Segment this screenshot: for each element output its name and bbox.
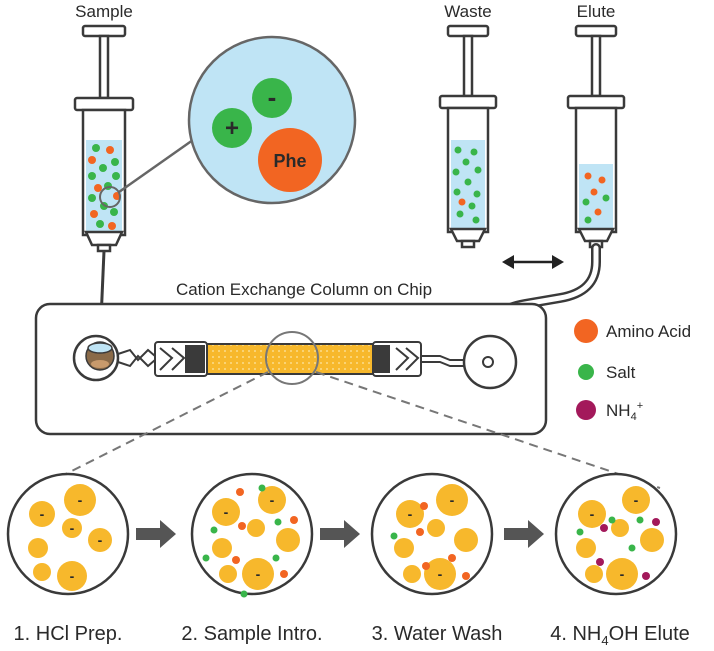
step-arrow-3 [504,520,544,548]
step-3-label: 3. Water Wash [372,623,503,645]
waste-label: Waste [444,2,492,21]
waste-syringe [438,24,498,249]
step-arrow-2 [320,520,360,548]
legend-ammonium-swatch [576,400,596,420]
resin-column [206,343,374,375]
zoom-circle [187,35,357,205]
zoom-phe [258,128,322,192]
svg-text:-: - [634,492,639,508]
zoom-cation [212,108,252,148]
legend: Amino Acid Salt NH4+ [574,319,691,423]
legend-ammonium-label: NH4+ [606,400,643,423]
svg-text:-: - [438,566,443,582]
legend-salt-label: Salt [606,363,636,382]
svg-text:-: - [98,532,103,548]
column-magnifier-ring [265,331,319,385]
svg-text:-: - [70,568,75,584]
step-1-label: 1. HCl Prep. [14,623,123,645]
step-arrows [136,520,544,548]
chip-channels [117,348,466,368]
step-4-beads [576,486,664,590]
sample-magnifier-ring [99,186,121,208]
sample-syringe [73,24,135,321]
column-label: Cation Exchange Column on Chip [176,280,432,299]
svg-text:-: - [40,506,45,522]
sample-label: Sample [75,2,133,21]
step-1-beads [28,484,112,591]
right-fitting [372,341,422,377]
zoom-dashes [37,371,661,489]
svg-text:-: - [270,492,275,508]
svg-text:-: - [224,504,229,520]
elute-label: Elute [577,2,616,21]
step-4-label: 4. NH4OH Elute [550,623,690,648]
svg-text:-: - [70,520,75,536]
legend-amino-acid-label: Amino Acid [606,322,691,341]
magnifier-connector [118,133,201,194]
bead-charges: - - - - - - - - - - - - - - [40,492,639,584]
svg-text:-: - [450,492,455,508]
svg-text:-: - [408,506,413,522]
legend-salt-swatch [578,364,594,380]
svg-text:-: - [78,492,83,508]
step-3-beads [390,484,478,590]
svg-text:-: - [590,506,595,522]
inlet-reservoir [72,334,120,382]
left-fitting [154,341,208,377]
step-2-beads [202,484,300,598]
svg-text:-: - [256,566,261,582]
elute-particles [582,172,610,224]
waste-particles [452,146,482,224]
zoom-anion [252,78,292,118]
step-2-label: 2. Sample Intro. [181,623,322,645]
svg-text:-: - [620,566,625,582]
zoom-minus-label: - [268,82,277,112]
zoom-phe-label: Phe [273,151,306,171]
legend-amino-acid-swatch [574,319,598,343]
zoom-plus-label: + [225,115,239,142]
step-arrow-1 [136,520,176,548]
switch-arrow [502,255,564,269]
